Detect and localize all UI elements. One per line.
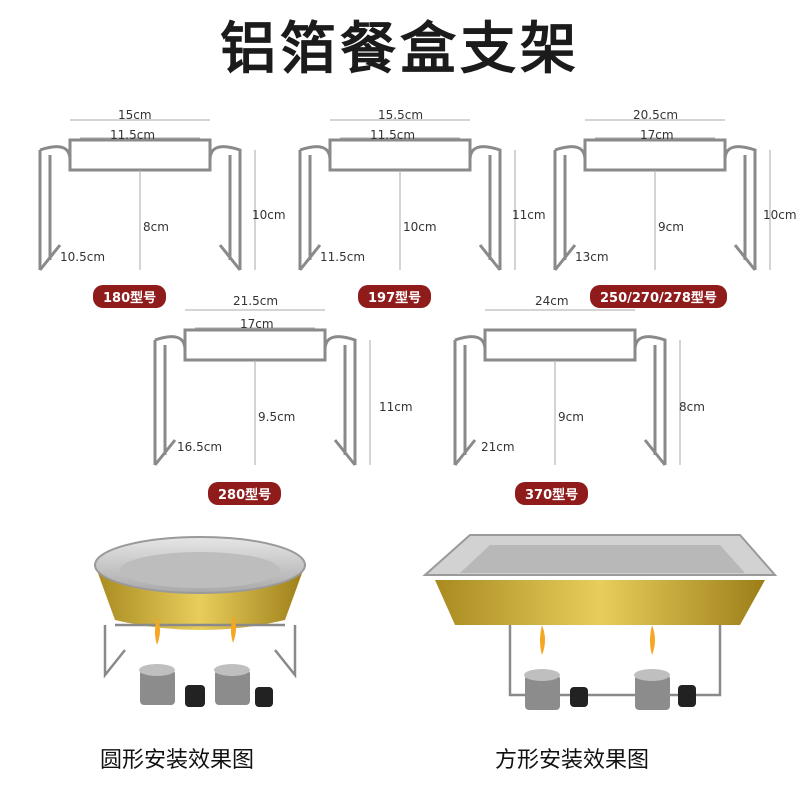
top-width-label: 15cm	[118, 108, 152, 122]
height-label: 10cm	[763, 208, 797, 222]
inner-width-label: 11.5cm	[370, 128, 416, 142]
stand-370: 24cm 9cm 21cm 8cm 370型号	[445, 294, 705, 505]
wire-stand-illustration	[38, 119, 256, 271]
top-width-label: 21.5cm	[233, 294, 279, 308]
height-label: 11cm	[379, 400, 413, 414]
inner-height-label: 8cm	[143, 220, 169, 234]
top-width-label: 24cm	[535, 294, 569, 308]
height-label: 10cm	[252, 208, 286, 222]
wire-stand-illustration	[298, 119, 516, 271]
inner-width-label: 17cm	[240, 317, 274, 331]
depth-label: 10.5cm	[60, 250, 106, 264]
depth-label: 16.5cm	[177, 440, 223, 454]
page-title: 铝箔餐盒支架	[220, 17, 580, 82]
model-badge: 180型号	[93, 285, 167, 308]
stand-180: 15cm 11.5cm 8cm 10.5cm 10cm 180型号	[30, 108, 286, 308]
model-badge: 370型号	[515, 482, 589, 505]
wire-stand-illustration	[553, 119, 771, 271]
wire-stand-illustration	[453, 309, 681, 466]
top-width-label: 15.5cm	[378, 108, 424, 122]
depth-label: 13cm	[575, 250, 609, 264]
square-tray-photo	[420, 525, 780, 725]
stand-280: 21.5cm 17cm 9.5cm 16.5cm 11cm 280型号	[145, 294, 413, 505]
top-width-label: 20.5cm	[633, 108, 679, 122]
height-label: 11cm	[512, 208, 546, 222]
model-badge: 280型号	[208, 482, 282, 505]
inner-width-label: 17cm	[640, 128, 674, 142]
depth-label: 21cm	[481, 440, 515, 454]
inner-width-label: 11.5cm	[110, 128, 156, 142]
model-badge: 197型号	[358, 285, 432, 308]
round-install-caption: 圆形安装效果图	[100, 748, 255, 773]
depth-label: 11.5cm	[320, 250, 366, 264]
square-tray-illustration	[422, 534, 778, 710]
round-tray-photo	[85, 525, 315, 725]
stand-250-270-278: 20.5cm 17cm 9cm 13cm 10cm 250/270/278型号	[545, 108, 800, 308]
model-badge: 250/270/278型号	[590, 285, 727, 308]
height-label: 8cm	[679, 400, 705, 414]
wire-stand-illustration	[153, 309, 371, 466]
stand-197: 15.5cm 11.5cm 10cm 11.5cm 11cm 197型号	[290, 108, 546, 308]
round-tray-illustration	[94, 536, 306, 707]
inner-height-label: 9cm	[558, 410, 584, 424]
inner-height-label: 10cm	[403, 220, 437, 234]
inner-height-label: 9cm	[658, 220, 684, 234]
square-install-caption: 方形安装效果图	[495, 748, 650, 773]
inner-height-label: 9.5cm	[258, 410, 296, 424]
